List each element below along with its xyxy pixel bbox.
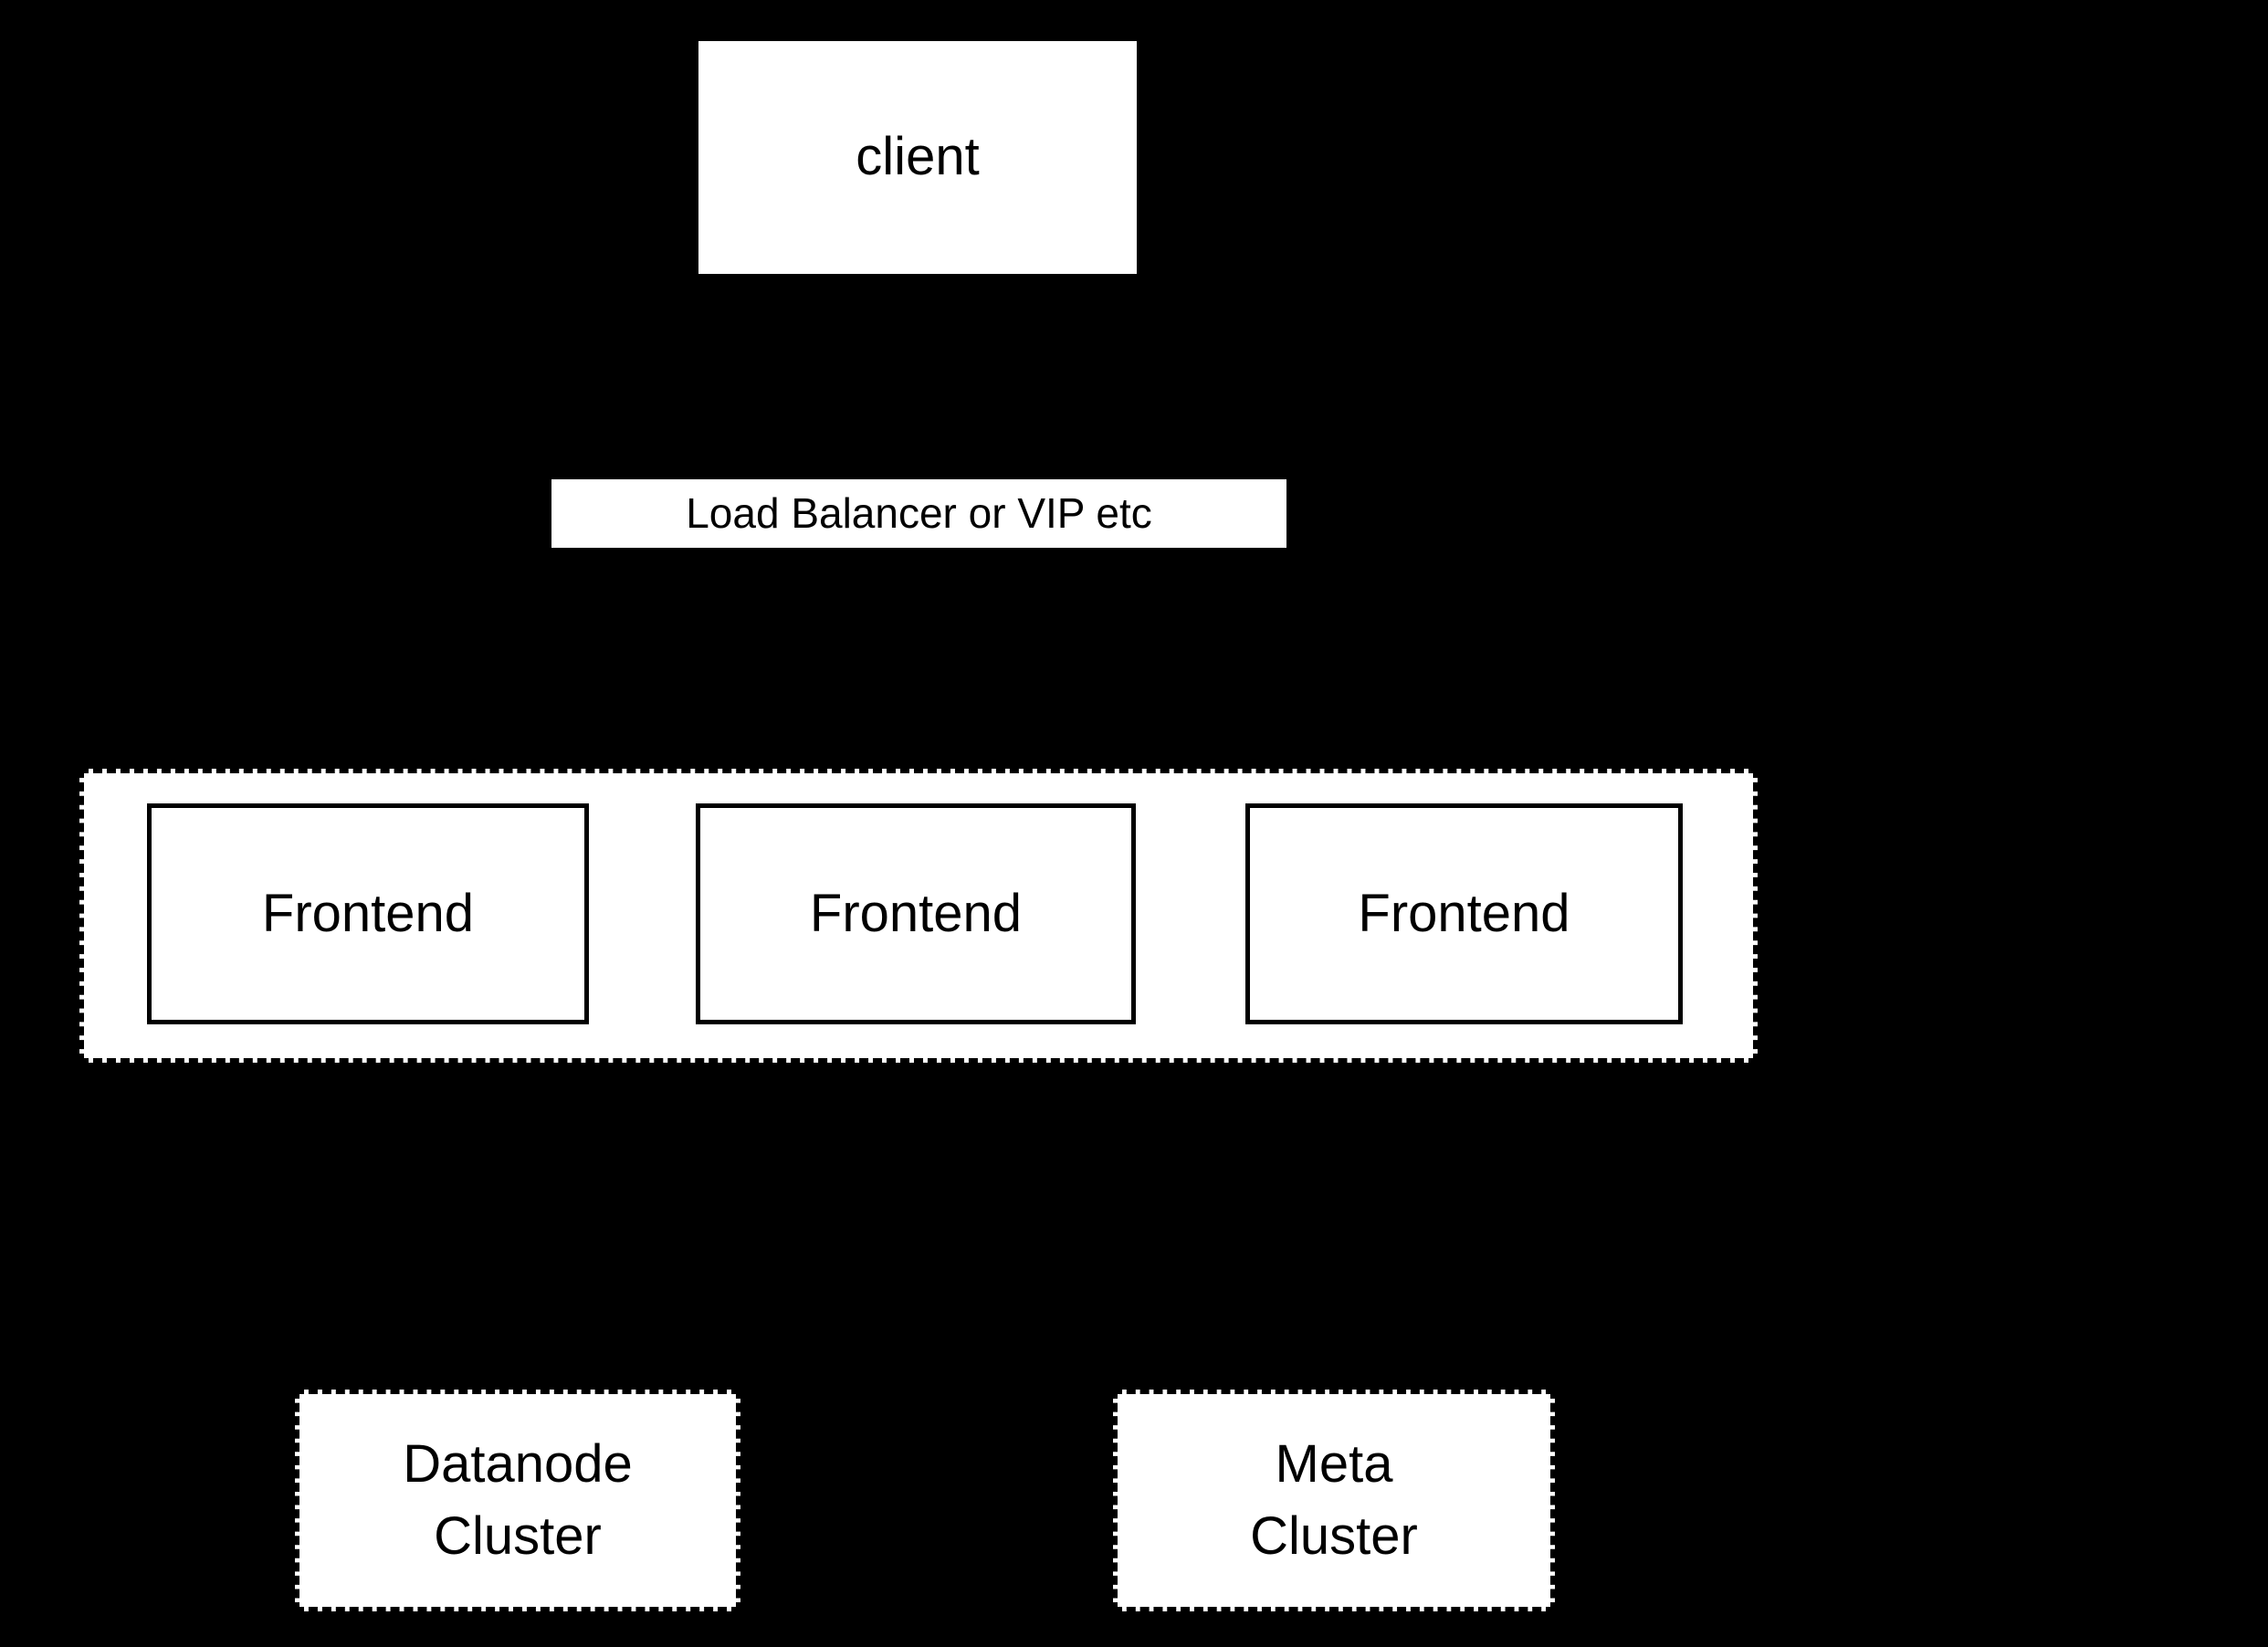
- frontend-node-3-label: Frontend: [1358, 883, 1570, 943]
- datanode-cluster-node-label: Datanode Cluster: [403, 1434, 633, 1566]
- frontend-node-2-label: Frontend: [809, 883, 1023, 943]
- client-node-label: client: [856, 127, 980, 187]
- frontend-node-1-label: Frontend: [261, 883, 475, 943]
- load-balancer-node-label: Load Balancer or VIP etc: [686, 489, 1152, 538]
- frontend-node-1: Frontend: [147, 803, 589, 1024]
- client-node: client: [698, 41, 1137, 274]
- frontend-node-3: Frontend: [1245, 803, 1683, 1024]
- load-balancer-node: Load Balancer or VIP etc: [551, 479, 1286, 548]
- datanode-cluster-node: Datanode Cluster: [295, 1390, 740, 1611]
- meta-cluster-node: Meta Cluster: [1113, 1390, 1555, 1611]
- meta-cluster-node-label: Meta Cluster: [1250, 1434, 1418, 1566]
- frontend-node-2: Frontend: [696, 803, 1136, 1024]
